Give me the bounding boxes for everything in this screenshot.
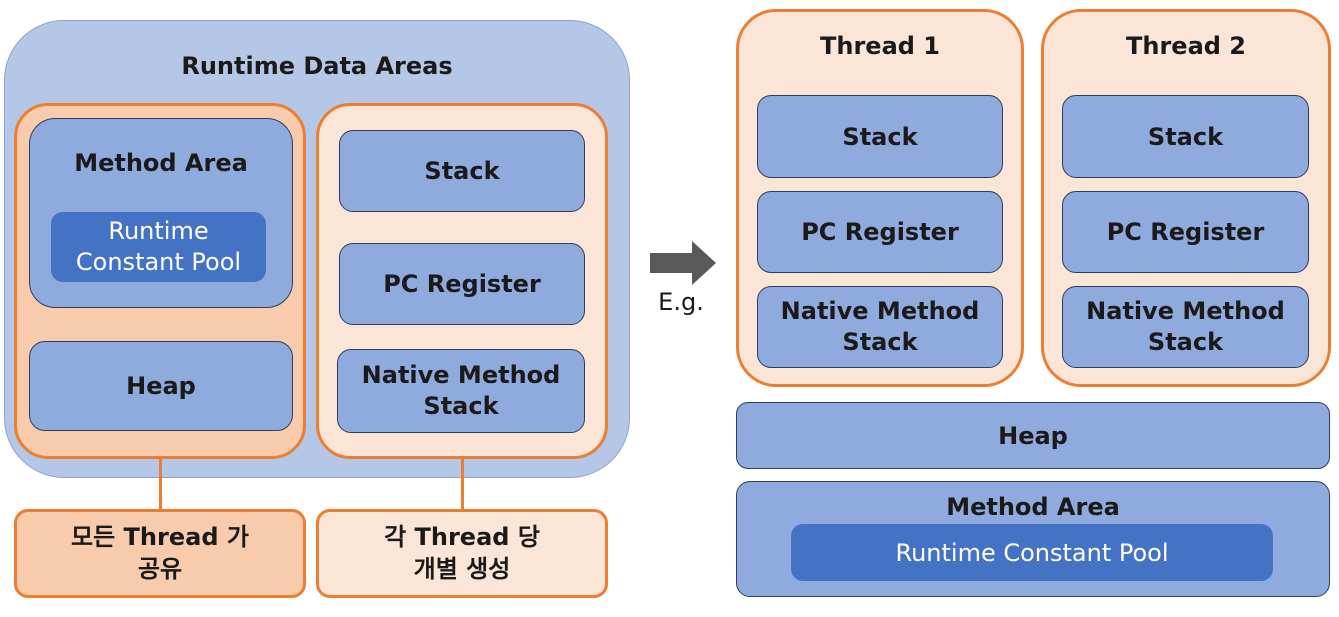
thread1-native-line1: Native Method: [780, 296, 980, 325]
thread1-pc-register-box: PC Register: [757, 191, 1003, 273]
thread2-pc-register-box: PC Register: [1062, 191, 1309, 273]
shared-label-line2: 공유: [137, 554, 183, 583]
thread2-stack-box: Stack: [1062, 95, 1309, 178]
per-thread-connector-line: [461, 459, 464, 509]
thread2-native-line2: Stack: [1147, 328, 1224, 356]
shared-label-line1: 모든 Thread 가: [71, 523, 249, 552]
thread1-title: Thread 1: [820, 32, 940, 60]
per-thread-label-line2: 개별 생성: [413, 554, 511, 583]
runtime-constant-pool-line1: Runtime: [108, 216, 209, 245]
runtime-constant-pool-label: Runtime Constant Pool: [51, 212, 266, 282]
right-arrow-icon: [650, 241, 716, 285]
native-method-stack-line1: Native Method: [361, 360, 561, 389]
heap-box: Heap: [29, 341, 293, 431]
runtime-constant-pool-box: [51, 212, 266, 282]
pc-register-box: PC Register: [339, 243, 585, 325]
thread1-stack-box: Stack: [757, 95, 1003, 178]
method-area-label: Method Area: [74, 149, 248, 177]
shared-label-box: 모든 Thread 가 공유: [14, 509, 306, 598]
right-method-area-label: Method Area: [946, 493, 1120, 521]
runtime-constant-pool-line2: Constant Pool: [75, 248, 242, 276]
thread2-native-line1: Native Method: [1086, 296, 1285, 325]
thread2-native-method-stack-box: Native Method Stack: [1062, 286, 1309, 368]
native-method-stack-line2: Stack: [423, 392, 499, 420]
stack-box: Stack: [339, 130, 585, 212]
arrow-label: E.g.: [658, 288, 704, 316]
thread1-native-line2: Stack: [842, 328, 918, 356]
thread2-title: Thread 2: [1126, 32, 1246, 60]
per-thread-label-box: 각 Thread 당 개별 생성: [316, 509, 608, 598]
runtime-data-areas-title: Runtime Data Areas: [181, 52, 453, 80]
native-method-stack-box: Native Method Stack: [337, 349, 585, 433]
shared-connector-line: [159, 459, 162, 509]
right-runtime-constant-pool-box: Runtime Constant Pool: [791, 524, 1273, 581]
thread1-native-method-stack-box: Native Method Stack: [757, 286, 1003, 368]
per-thread-label-line1: 각 Thread 당: [384, 523, 540, 552]
right-heap-box: Heap: [736, 402, 1330, 469]
